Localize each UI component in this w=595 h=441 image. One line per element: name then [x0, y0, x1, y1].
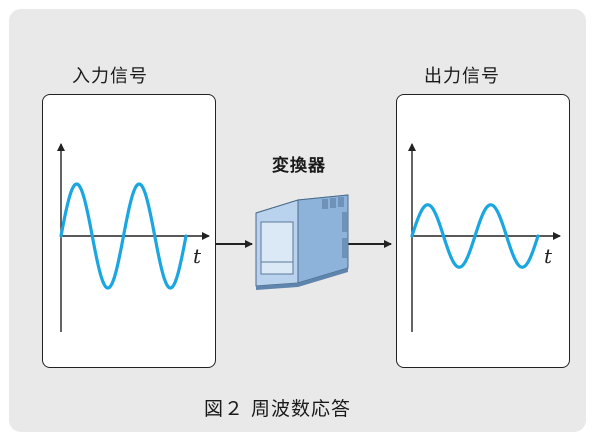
output-signal-title: 出力信号	[424, 66, 500, 87]
output-axis-label-t: t	[544, 244, 553, 268]
output-signal-panel	[396, 94, 570, 368]
figure-caption: 図２ 周波数応答	[204, 398, 352, 420]
input-signal-wave	[59, 182, 188, 290]
input-axis-label-t: t	[193, 244, 202, 268]
converter-label: 変換器	[272, 156, 326, 176]
output-signal-wave	[410, 203, 540, 269]
input-signal-title: 入力信号	[72, 66, 148, 87]
converter-device-icon	[255, 194, 349, 290]
input-signal-panel	[42, 94, 216, 368]
